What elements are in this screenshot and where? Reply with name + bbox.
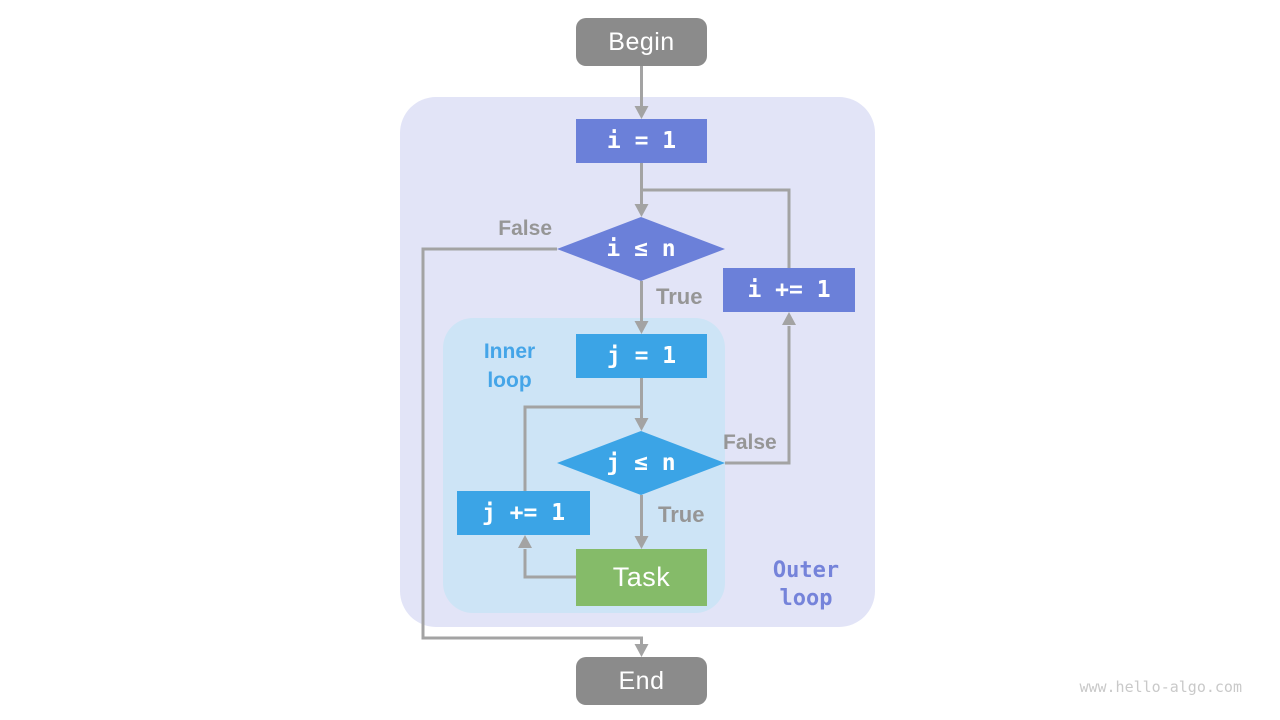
edge-i-inc-return xyxy=(640,188,791,268)
outer-loop-label-line1: Outer xyxy=(772,558,840,583)
edge-outer-false-to-end xyxy=(421,247,643,645)
inner-loop-label-line1: Inner xyxy=(483,340,536,363)
j-increment-node: j += 1 xyxy=(457,491,590,535)
outer-loop-label: Outer loop xyxy=(750,557,862,613)
arrowhead xyxy=(634,536,649,549)
i-init-node: i = 1 xyxy=(576,119,707,163)
i-increment-node: i += 1 xyxy=(723,268,855,312)
inner-true-label: True xyxy=(658,502,705,527)
outer-true-label: True xyxy=(656,284,703,309)
outer-loop-label-line2: loop xyxy=(779,586,833,611)
arrowhead xyxy=(518,535,532,548)
inner-loop-label: Inner loop xyxy=(452,337,567,395)
arrowhead xyxy=(782,312,796,325)
outer-false-label: False xyxy=(498,217,552,240)
edge-j-inc-return xyxy=(523,405,643,491)
begin-node: Begin xyxy=(576,18,707,66)
arrowhead xyxy=(634,204,649,217)
arrowhead xyxy=(634,644,649,657)
arrowhead xyxy=(634,321,649,334)
edge-task-to-j-inc xyxy=(523,549,576,579)
end-node: End xyxy=(576,657,707,705)
j-init-node: j = 1 xyxy=(576,334,707,378)
arrowhead xyxy=(634,418,649,431)
inner-false-label: False xyxy=(723,431,777,454)
inner-loop-label-line2: loop xyxy=(487,369,532,392)
task-node: Task xyxy=(576,549,707,606)
arrowhead xyxy=(634,106,649,119)
watermark-url: www.hello-algo.com xyxy=(1079,678,1242,696)
edge-inner-false-to-i-inc xyxy=(725,326,791,465)
